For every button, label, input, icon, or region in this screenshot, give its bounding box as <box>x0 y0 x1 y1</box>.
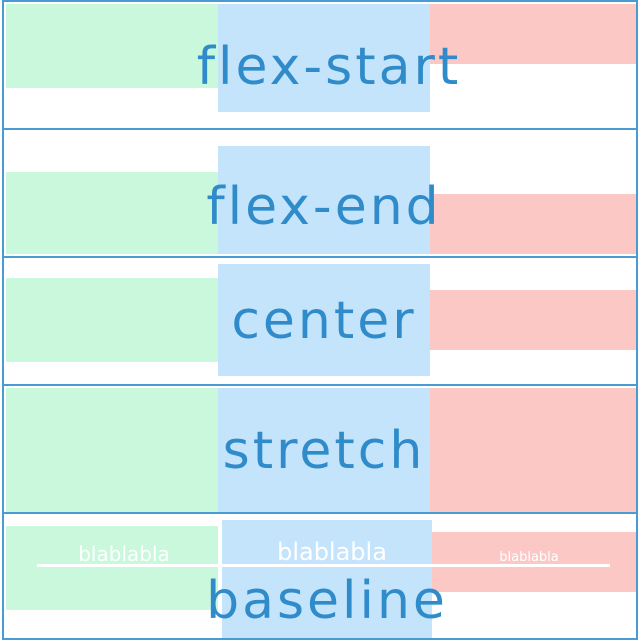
green-item <box>6 172 218 254</box>
row-label: baseline <box>206 571 448 631</box>
row-flex-end: flex-end <box>2 128 638 258</box>
row-label: flex-end <box>206 177 442 237</box>
row-label: flex-start <box>196 37 462 97</box>
row-baseline: blablabla blablabla blablabla baseline <box>2 512 638 640</box>
row-flex-start: flex-start <box>2 0 638 130</box>
baseline-sample-text: blablabla <box>499 550 559 565</box>
red-item <box>430 388 636 512</box>
blue-item <box>218 4 430 112</box>
baseline-sample-text: blablabla <box>78 542 170 566</box>
red-item <box>430 4 636 64</box>
row-label: center <box>231 291 417 351</box>
green-item <box>6 526 218 610</box>
red-item <box>430 194 636 254</box>
blue-item <box>218 146 430 254</box>
red-item <box>430 290 636 350</box>
baseline-line <box>37 564 610 567</box>
blue-item <box>218 264 430 376</box>
row-center: center <box>2 256 638 386</box>
green-item <box>6 388 218 512</box>
green-item <box>6 4 218 88</box>
baseline-sample-text: blablabla <box>277 538 387 566</box>
red-item <box>432 532 636 592</box>
blue-item <box>218 388 430 512</box>
blue-item <box>222 520 432 638</box>
row-stretch: stretch <box>2 384 638 514</box>
green-item <box>6 278 218 362</box>
row-label: stretch <box>222 421 426 481</box>
